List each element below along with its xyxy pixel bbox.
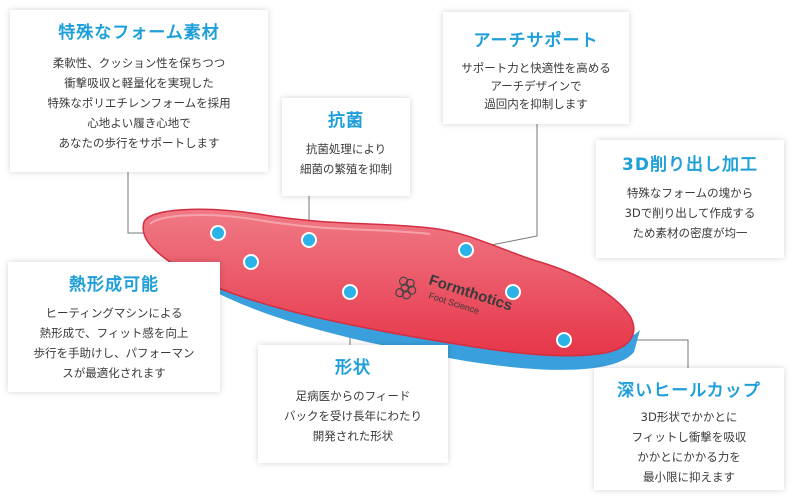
- callout-milled: 3D削り出し加工 特殊なフォームの塊から 3Dで削り出して作成する ため素材の密…: [596, 140, 784, 258]
- callout-antibacterial-title: 抗菌: [328, 111, 364, 131]
- callout-heel-cup-body: 3D形状でかかとに フィットし衝撃を吸収 かかとにかかる力を 最小限に抑えます: [631, 410, 747, 484]
- leader-arch: [465, 124, 538, 251]
- callout-milled-body: 特殊なフォームの塊から 3Dで削り出して作成する ため素材の密度が均一: [624, 186, 756, 240]
- callout-moldable-body: ヒーティングマシンによる 熱形成で、フィット感を向上 歩行を手助けし、パフォーマ…: [33, 306, 195, 380]
- callout-foam-title: 特殊なフォーム素材: [58, 23, 220, 43]
- marker-moldable: [243, 254, 259, 270]
- insole-edge-highlight: [149, 214, 431, 235]
- callout-shape-body: 足病医からのフィード バックを受け長年にわたり 開発された形状: [284, 389, 422, 443]
- callout-antibacterial: 抗菌 抗菌処理により 細菌の繁殖を抑制: [282, 98, 410, 196]
- callout-arch-body: サポート力と快適性を高める アーチデザインで 過回内を抑制します: [461, 61, 611, 111]
- marker-milled: [505, 284, 521, 300]
- marker-antibacterial: [301, 232, 317, 248]
- marker-shape: [342, 284, 358, 300]
- callout-shape: 形状 足病医からのフィード バックを受け長年にわたり 開発された形状: [258, 345, 448, 463]
- marker-foam: [210, 225, 226, 241]
- brand-logo-icon: [395, 276, 417, 300]
- callout-shape-title: 形状: [335, 358, 371, 378]
- callout-heel-cup-title: 深いヒールカップ: [617, 381, 761, 401]
- marker-heel: [556, 332, 572, 348]
- callout-antibacterial-body: 抗菌処理により 細菌の繁殖を抑制: [300, 142, 392, 176]
- callout-milled-title: 3D削り出し加工: [622, 155, 758, 175]
- callout-arch-title: アーチサポート: [473, 31, 599, 51]
- callout-foam-body: 柔軟性、クッション性を保ちつつ 衝撃吸収と軽量化を実現した 特殊なポリエチレンフ…: [47, 56, 231, 150]
- callout-heel-cup: 深いヒールカップ 3D形状でかかとに フィットし衝撃を吸収 かかとにかかる力を …: [594, 368, 784, 490]
- callout-arch: アーチサポート サポート力と快適性を高める アーチデザインで 過回内を抑制します: [443, 12, 629, 124]
- callout-moldable: 熱形成可能 ヒーティングマシンによる 熱形成で、フィット感を向上 歩行を手助けし…: [8, 262, 220, 392]
- marker-arch: [458, 242, 474, 258]
- callout-moldable-title: 熱形成可能: [69, 275, 159, 295]
- callout-foam: 特殊なフォーム素材 柔軟性、クッション性を保ちつつ 衝撃吸収と軽量化を実現した …: [10, 10, 268, 172]
- insole-top-surface: [142, 208, 635, 357]
